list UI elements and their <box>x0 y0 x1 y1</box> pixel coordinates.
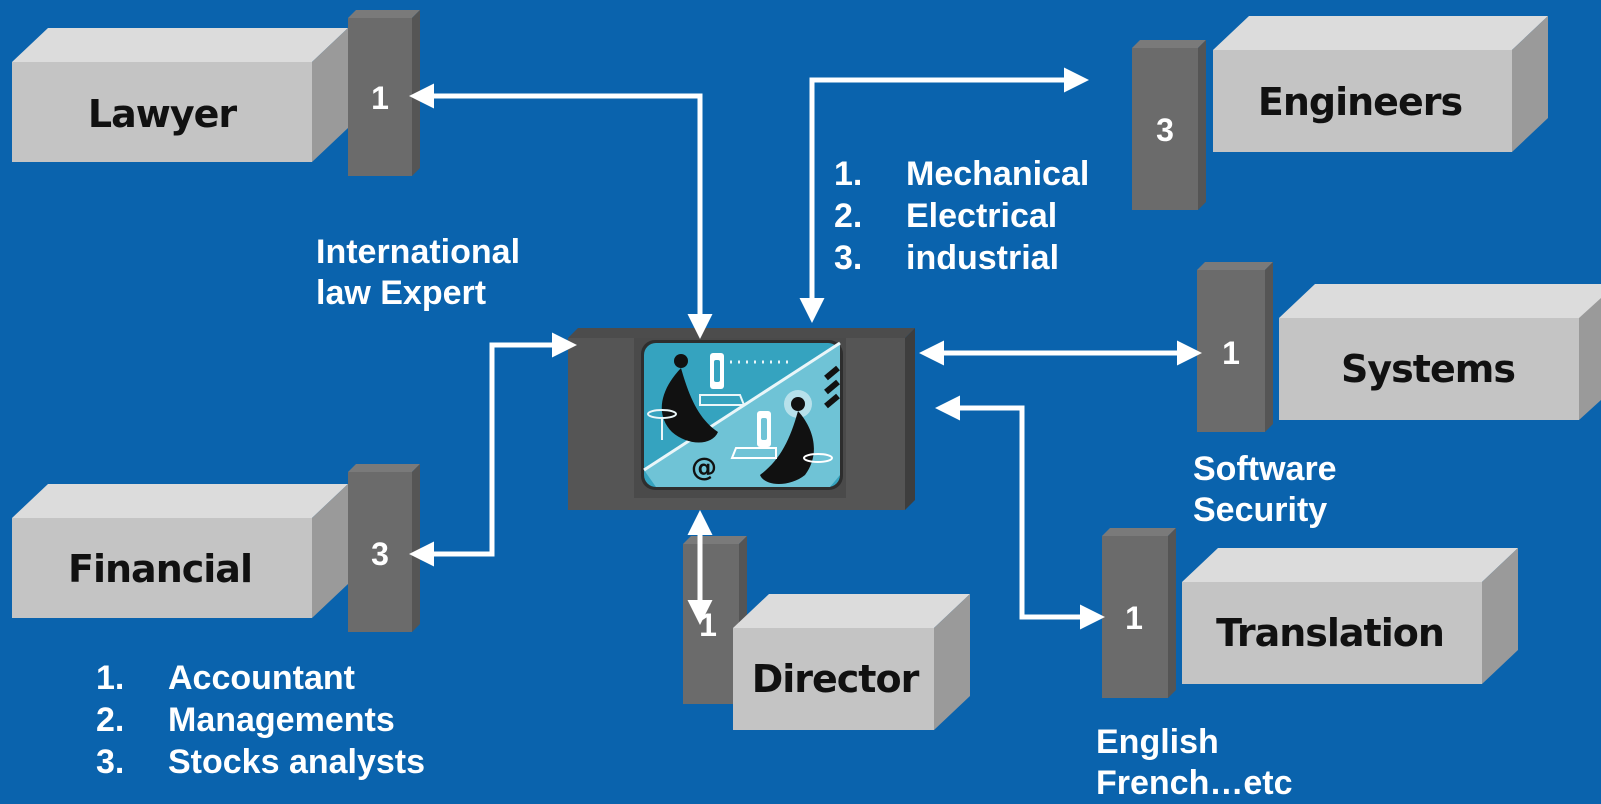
financial-label: Financial <box>68 547 252 591</box>
financial-list: 1.Accountant 2.Managements 3.Stocks anal… <box>96 657 425 783</box>
list-item: 1.Accountant <box>96 659 355 697</box>
lawyer-note: International law Expert <box>316 232 520 314</box>
systems-count-pillar: 1 <box>1197 262 1273 432</box>
translation-box: Translation <box>1182 548 1518 684</box>
financial-count-pillar: 3 <box>348 464 420 632</box>
engineers-list: 1.Mechanical 2.Electrical 3.industrial <box>834 153 1089 279</box>
systems-box: Systems <box>1279 284 1601 420</box>
lawyer-count: 1 <box>371 80 389 116</box>
list-item: 3.Stocks analysts <box>96 743 426 781</box>
director-label: Director <box>752 657 920 701</box>
computer-network-illustration-icon: @ <box>641 340 843 490</box>
lawyer-note-line2: law Expert <box>316 274 487 312</box>
financial-count: 3 <box>371 536 389 572</box>
translation-count-pillar: 1 <box>1102 528 1176 698</box>
svg-text:@: @ <box>691 453 717 483</box>
systems-count: 1 <box>1222 335 1240 371</box>
list-item: 2.Electrical <box>834 197 1058 235</box>
list-item: 3.industrial <box>834 239 1060 277</box>
translation-count: 1 <box>1125 600 1143 636</box>
engineers-count: 3 <box>1156 112 1174 148</box>
engineers-label: Engineers <box>1258 80 1462 124</box>
systems-note: Software Security <box>1193 449 1337 531</box>
director-box: Director <box>733 594 970 730</box>
lawyer-count-pillar: 1 <box>348 10 420 176</box>
list-item: 1.Mechanical <box>834 155 1090 193</box>
lawyer-box: Lawyer <box>12 28 348 162</box>
translation-note-line1: English <box>1096 723 1219 761</box>
lawyer-arrow <box>409 83 713 339</box>
systems-label: Systems <box>1341 347 1515 391</box>
translation-label: Translation <box>1216 611 1444 655</box>
connectors <box>409 67 1202 630</box>
translation-note-line2: French…etc <box>1096 764 1293 802</box>
central-computer: @ <box>568 328 915 510</box>
lawyer-note-line1: International <box>316 233 521 271</box>
lawyer-label: Lawyer <box>88 92 238 136</box>
financial-box: Financial <box>12 484 348 618</box>
translation-note: English French…etc <box>1096 722 1293 804</box>
engineers-box: Engineers <box>1213 16 1548 152</box>
translation-arrow <box>935 395 1105 630</box>
systems-note-line2: Security <box>1193 491 1328 529</box>
systems-note-line1: Software <box>1193 450 1337 488</box>
list-item: 2.Managements <box>96 701 395 739</box>
engineers-arrow <box>799 67 1089 323</box>
financial-arrow <box>409 332 577 567</box>
engineers-count-pillar: 3 <box>1132 40 1206 210</box>
